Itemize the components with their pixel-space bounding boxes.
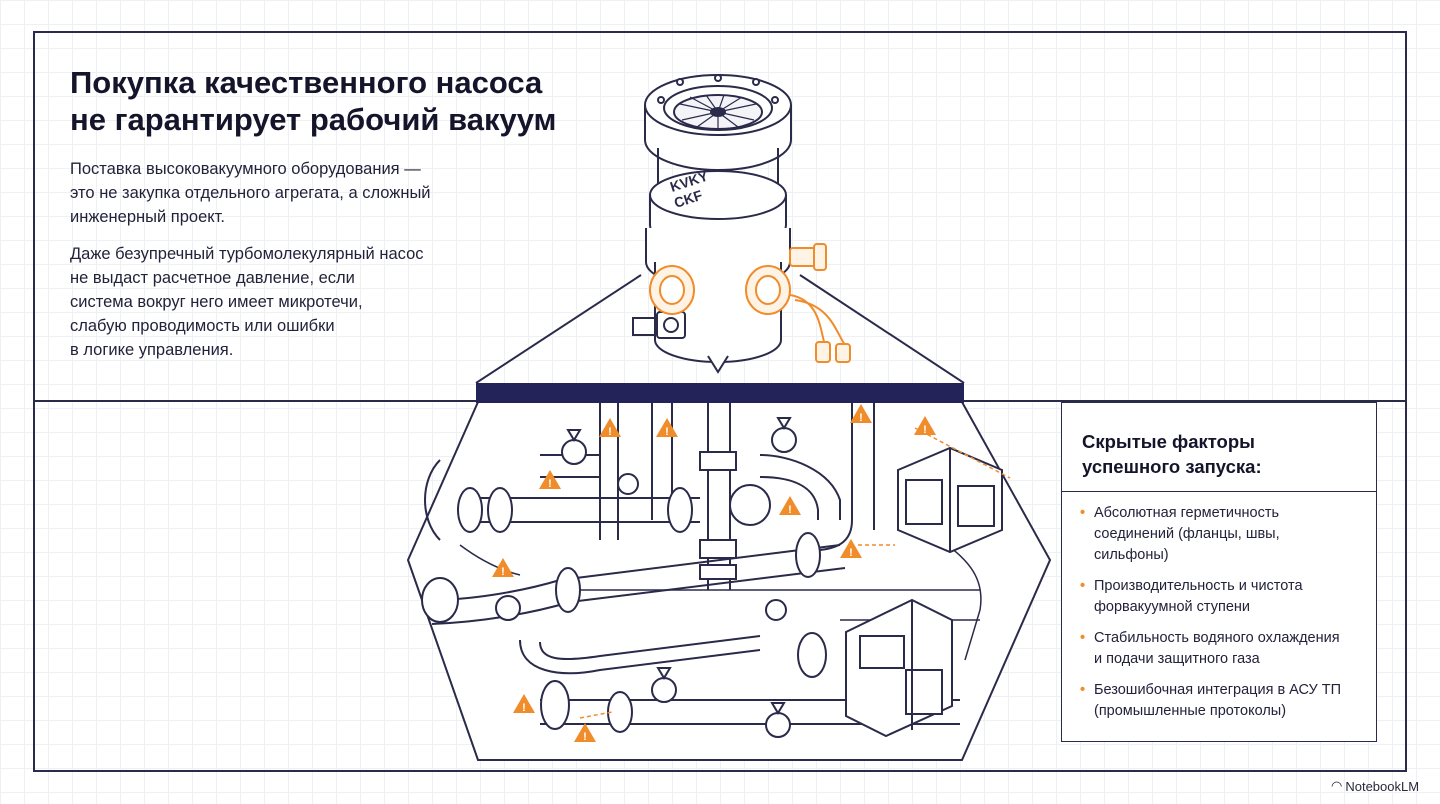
bullet-dot-icon: • <box>1080 630 1086 646</box>
warning-icons: ! ! ! ! ! ! ! ! ! ! <box>492 404 936 743</box>
warning-icon: ! <box>914 416 936 436</box>
signal-lines <box>579 427 1011 719</box>
factor-item: • Производительность и чистота форвакуум… <box>1080 576 1370 618</box>
pump-platform-bar <box>475 274 965 403</box>
svg-text:!: ! <box>501 566 505 578</box>
factor-line: форвакуумной ступени <box>1094 599 1251 615</box>
svg-text:!: ! <box>665 426 669 438</box>
pipework-flanges <box>421 451 827 733</box>
notebooklm-brand: ◠ NotebookLM <box>1331 778 1419 794</box>
warning-icon: ! <box>656 418 678 438</box>
factor-item: • Безошибочная интеграция в АСУ ТП (пром… <box>1080 680 1370 722</box>
warning-icon: ! <box>840 539 862 559</box>
factors-title-line-1: Скрытые факторы <box>1082 431 1255 452</box>
warning-icon: ! <box>574 723 596 743</box>
factor-item: • Абсолютная герметичность соединений (ф… <box>1080 503 1370 566</box>
title-line-1: Покупка качественного насоса <box>70 65 543 100</box>
intro-p2-line: Даже безупречный турбомолекулярный насос <box>70 245 424 263</box>
svg-text:!: ! <box>923 424 927 436</box>
factor-line: Производительность и чистота <box>1094 578 1303 594</box>
intro-paragraph-1: Поставка высоковакуумного оборудования —… <box>70 157 500 229</box>
title-line-2: не гарантирует рабочий вакуум <box>70 102 557 137</box>
bullet-dot-icon: • <box>1080 682 1086 698</box>
control-cabinet-upper <box>897 446 1003 554</box>
factor-line: Абсолютная герметичность <box>1094 505 1280 521</box>
intro-p2-line: в логике управления. <box>70 341 234 359</box>
warning-icon: ! <box>850 404 872 424</box>
intro-p1-line: это не закупка отдельного агрегата, а сл… <box>70 184 431 202</box>
factor-line: Безошибочная интеграция в АСУ ТП <box>1094 682 1342 698</box>
intro-p1-line: Поставка высоковакуумного оборудования — <box>70 160 421 178</box>
bullet-dot-icon: • <box>1080 578 1086 594</box>
intro-p2-line: слабую проводимость или ошибки <box>70 317 335 335</box>
warning-icon: ! <box>513 694 535 714</box>
warning-icon: ! <box>539 470 561 490</box>
factor-item: • Стабильность водяного охлаждения и под… <box>1080 628 1370 670</box>
factor-line: (промышленные протоколы) <box>1094 703 1287 719</box>
turbomolecular-pump <box>632 74 851 374</box>
intro-p2-line: система вокруг него имеет микротечи, <box>70 293 363 311</box>
svg-text:!: ! <box>548 478 552 490</box>
intro-p1-line: инженерный проект. <box>70 208 225 226</box>
factors-title-line-2: успешного запуска: <box>1082 456 1262 477</box>
warning-icon: ! <box>599 418 621 438</box>
notebooklm-logo-icon: ◠ <box>1331 778 1343 793</box>
pipework-valves <box>495 417 797 738</box>
page-title: Покупка качественного насоса не гарантир… <box>70 64 556 138</box>
factors-list: • Абсолютная герметичность соединений (ф… <box>1080 503 1370 732</box>
svg-text:!: ! <box>522 702 526 714</box>
svg-text:!: ! <box>608 426 612 438</box>
svg-text:!: ! <box>788 504 792 516</box>
factor-line: сильфоны) <box>1094 547 1169 563</box>
factor-line: соединений (фланцы, швы, <box>1094 526 1280 542</box>
warning-icon: ! <box>779 496 801 516</box>
control-cabinet-lower <box>845 598 953 738</box>
factors-title: Скрытые факторы успешного запуска: <box>1082 429 1262 479</box>
hidden-factors-panel: Скрытые факторы успешного запуска: • Абс… <box>1061 402 1377 742</box>
svg-text:!: ! <box>583 731 587 743</box>
warning-icon: ! <box>492 558 514 578</box>
brand-name: NotebookLM <box>1345 778 1420 794</box>
intro-p2-line: не выдаст расчетное давление, если <box>70 269 355 287</box>
factor-line: Стабильность водяного охлаждения <box>1094 630 1340 646</box>
svg-text:!: ! <box>859 412 863 424</box>
factor-line: и подачи защитного газа <box>1094 651 1260 667</box>
factors-divider <box>1062 491 1376 492</box>
intro-paragraph-2: Даже безупречный турбомолекулярный насос… <box>70 242 500 362</box>
bullet-dot-icon: • <box>1080 505 1086 521</box>
svg-text:!: ! <box>849 547 853 559</box>
